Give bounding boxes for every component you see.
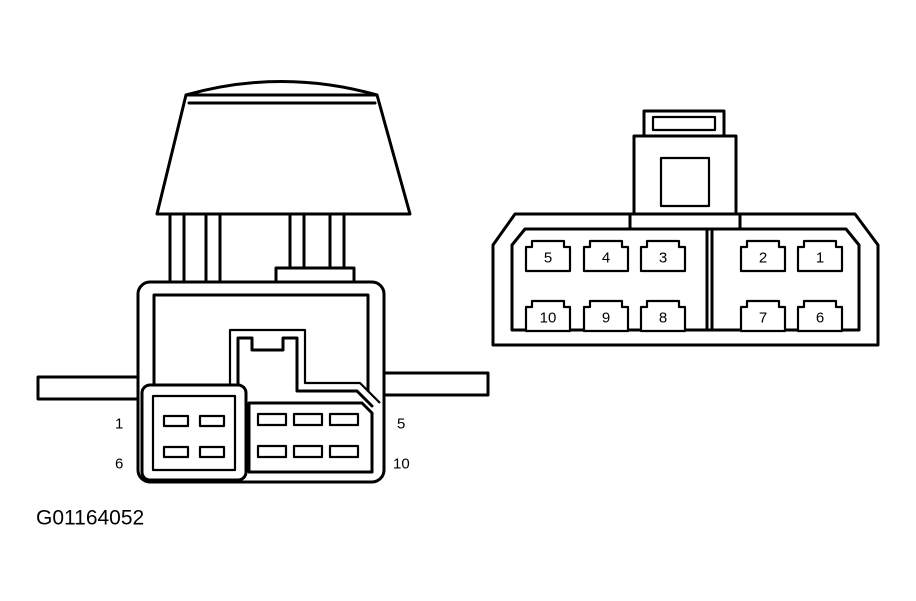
pin-number: 9 xyxy=(602,310,610,327)
left-wire xyxy=(36,375,144,401)
pin-cavity xyxy=(524,299,572,333)
pin-number: 5 xyxy=(544,250,552,267)
pin-cavity xyxy=(739,299,787,333)
pin-slot xyxy=(292,444,324,459)
pin-cavity xyxy=(739,239,787,273)
figure-code: G01164052 xyxy=(36,507,144,530)
stem-right-2 xyxy=(328,208,346,272)
pin-slot xyxy=(162,414,190,428)
pin-number: 7 xyxy=(759,310,767,327)
latch-top-inner xyxy=(651,115,717,132)
pin-label-top-right: 5 xyxy=(397,416,405,433)
stem-right-1 xyxy=(288,208,306,272)
pin-number: 6 xyxy=(816,310,824,327)
harness-connector: 5 4 3 2 1 10 9 8 7 6 xyxy=(491,109,880,347)
connector-inner-wall xyxy=(510,227,861,332)
locking-key-notch xyxy=(236,336,374,408)
switch-knob xyxy=(155,80,412,216)
pin-number: 2 xyxy=(759,250,767,267)
pin-cavity xyxy=(639,239,687,273)
pin-slot xyxy=(256,444,288,459)
pin-number: 4 xyxy=(602,250,610,267)
pin-cavity xyxy=(524,239,572,273)
housing-inner-wall xyxy=(152,293,370,402)
pin-cavity xyxy=(796,299,844,333)
pin-number: 10 xyxy=(540,310,557,327)
pin-slot xyxy=(198,414,226,428)
pin-label-bottom-left: 6 xyxy=(115,456,123,473)
pin-cavities: 5 4 3 2 1 10 9 8 7 6 xyxy=(524,239,844,333)
pin-label-bottom-right: 10 xyxy=(393,456,410,473)
pin-label-top-left: 1 xyxy=(115,416,123,433)
pin-slot xyxy=(328,412,360,427)
stem-left-2 xyxy=(204,208,222,284)
pin-cavity xyxy=(582,239,630,273)
stem-left-1 xyxy=(168,208,186,284)
pin-cavity xyxy=(796,239,844,273)
pin-cavity xyxy=(639,299,687,333)
pin-slot xyxy=(198,445,226,459)
right-wire xyxy=(378,371,490,397)
pin-slot xyxy=(292,412,324,427)
pin-slot xyxy=(328,444,360,459)
latch-window xyxy=(659,156,711,208)
pin-slot xyxy=(162,445,190,459)
pin-number: 1 xyxy=(816,250,824,267)
pin-number: 8 xyxy=(659,310,667,327)
pin-cavity xyxy=(582,299,630,333)
pin-block-left-inner xyxy=(151,394,237,472)
locking-key xyxy=(228,328,381,404)
pin-number: 3 xyxy=(659,250,667,267)
switch-assembly: 1 6 5 10 xyxy=(36,80,490,484)
pin-slot xyxy=(256,412,288,427)
